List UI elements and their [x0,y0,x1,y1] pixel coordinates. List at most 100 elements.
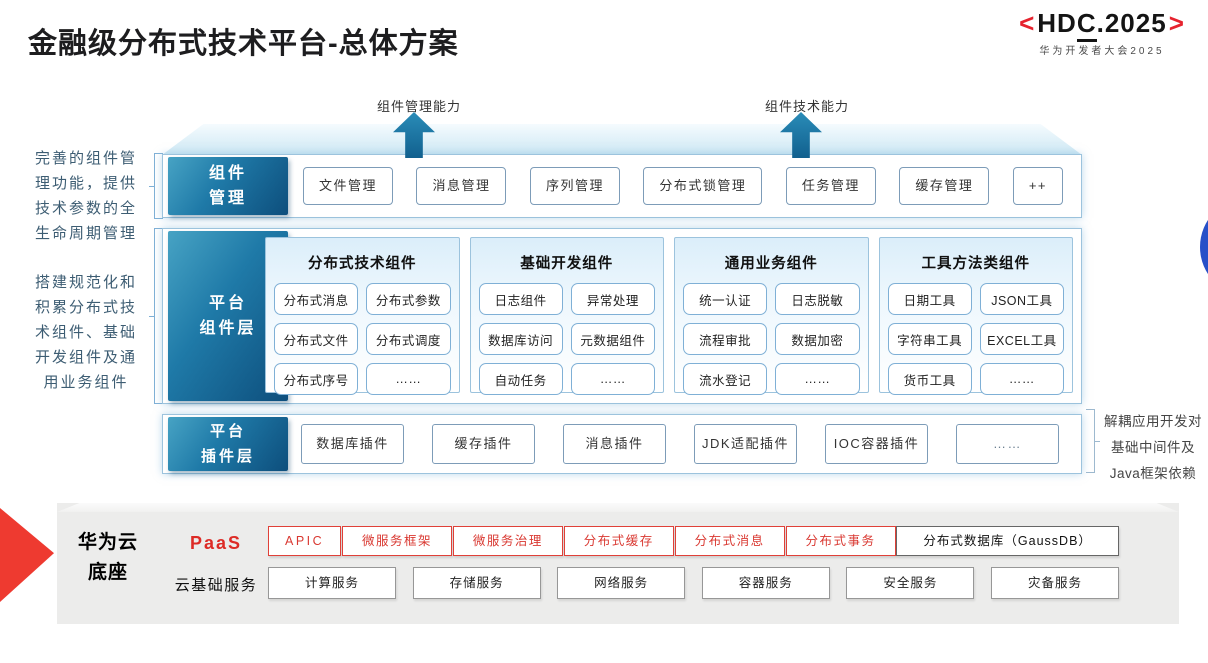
hdc-logo-text: < HDC.2025 > [1002,8,1202,42]
component-cell: 异常处理 [570,283,655,315]
note-line: 完善的组件管 [34,150,137,167]
page-title: 金融级分布式技术平台-总体方案 [28,28,459,60]
mgmt-item: 分布式锁管理 [643,167,763,205]
left-bracket-row1 [149,153,163,219]
paas-service: 微服务治理 [452,526,563,556]
paas-service: 分布式缓存 [563,526,674,556]
huawei-cloud-foundation-panel: 华为云 底座 PaaS APIC 微服务框架 微服务治理 分布式缓存 分布式消息… [57,503,1179,624]
note-line: 解耦应用开发对 [1104,414,1202,429]
note-decouple-dependency: 解耦应用开发对 基础中间件及 Java框架依赖 [1100,409,1206,487]
cloud-service: 计算服务 [268,567,396,599]
note-line: 用业务组件 [43,374,129,391]
label-line: 平台 [208,295,247,312]
plugin-item: IOC容器插件 [825,424,928,464]
plugin-items: 数据库插件 缓存插件 消息插件 JDK适配插件 IOC容器插件 …… [301,415,1059,473]
group-general-business: 通用业务组件 统一认证 日志脱敏 流程审批 数据加密 流水登记 …… [674,237,869,395]
component-cell: 日志组件 [478,283,563,315]
paas-label: PaaS [189,533,243,553]
group-title: 通用业务组件 [724,256,818,272]
component-cell-more: …… [979,363,1064,395]
logo-name-c-underlined: C [1076,8,1097,42]
logo-name-year: .2025 [1096,8,1167,38]
logo-subtitle: 华为开发者大会2025 [1039,46,1165,57]
component-cell: 字符串工具 [887,323,972,355]
component-cell: 分布式序号 [274,363,359,395]
component-cell: 日期工具 [887,283,972,315]
label-line: 管理 [208,190,247,207]
layer-platform-plugins: 平台 插件层 数据库插件 缓存插件 消息插件 JDK适配插件 IOC容器插件 …… [162,414,1082,474]
layer-label-component-management: 组件 管理 [168,157,288,215]
plugin-item: 数据库插件 [301,424,404,464]
mgmt-item: 缓存管理 [899,167,990,205]
paas-services-row: APIC 微服务框架 微服务治理 分布式缓存 分布式消息 分布式事务 分布式数据… [268,526,1119,556]
layer-platform-components: 平台 组件层 分布式技术组件 分布式消息 分布式参数 分布式文件 分布式调度 分… [162,228,1082,404]
paas-service: APIC [268,526,342,556]
cloud-service: 网络服务 [557,567,686,599]
component-management-items: 文件管理 消息管理 序列管理 分布式锁管理 任务管理 缓存管理 ++ [303,155,1063,217]
plugin-item: JDK适配插件 [694,424,797,464]
cloud-service: 存储服务 [412,567,541,599]
component-cell: 数据加密 [775,323,860,355]
component-cell: 自动任务 [478,363,563,395]
capability-label-management: 组件管理能力 [377,99,462,114]
logo-close-angle: > [1168,8,1185,38]
layer-component-management: 组件 管理 文件管理 消息管理 序列管理 分布式锁管理 任务管理 缓存管理 ++ [162,154,1082,218]
note-line: 搭建规范化和 [34,274,137,291]
mgmt-item: 消息管理 [416,167,507,205]
capability-label-technology: 组件技术能力 [765,99,850,114]
note-line: 术组件、基础 [34,324,137,341]
component-cell: 分布式调度 [366,323,451,355]
group-tool-methods: 工具方法类组件 日期工具 JSON工具 字符串工具 EXCEL工具 货币工具 …… [878,237,1073,395]
component-cell: 分布式文件 [274,323,359,355]
cloud-service: 安全服务 [846,567,975,599]
group-basic-dev: 基础开发组件 日志组件 异常处理 数据库访问 元数据组件 自动任务 …… [469,237,664,395]
component-cell: EXCEL工具 [979,323,1064,355]
note-line: 理功能，提供 [34,175,137,192]
cloud-base-services-row: 计算服务 存储服务 网络服务 容器服务 安全服务 灾备服务 [268,567,1119,599]
foundation-label: 华为云 底座 [75,528,141,588]
left-bracket-row2 [149,228,163,404]
blue-circle-decoration [1200,197,1208,297]
label-line: 底座 [87,562,128,583]
right-bracket-plugins [1086,409,1100,473]
label-line: 平台 [209,423,246,440]
group-cells: 分布式消息 分布式参数 分布式文件 分布式调度 分布式序号 …… [274,283,451,395]
component-cell-more: …… [775,363,860,395]
paas-service: 分布式事务 [785,526,896,556]
note-line: 开发组件及通 [34,349,137,366]
group-title: 基础开发组件 [520,256,614,272]
red-arrow-icon [0,508,54,602]
mgmt-item: 任务管理 [785,167,876,205]
label-line: 组件 [208,165,247,182]
note-line: 技术参数的全 [34,200,137,217]
component-cell: JSON工具 [979,283,1064,315]
note-line: 积累分布式技 [34,299,137,316]
component-cell: 分布式消息 [274,283,359,315]
paas-service: 分布式消息 [674,526,785,556]
note-line: 基础中间件及 [1111,440,1195,455]
component-cell: 分布式参数 [366,283,451,315]
group-cells: 统一认证 日志脱敏 流程审批 数据加密 流水登记 …… [683,283,860,395]
logo-open-angle: < [1019,8,1036,38]
group-cells: 日期工具 JSON工具 字符串工具 EXCEL工具 货币工具 …… [887,283,1064,395]
group-title: 分布式技术组件 [308,256,417,272]
label-line: 插件层 [200,448,255,465]
component-cell: 数据库访问 [478,323,563,355]
component-cell-more: …… [366,363,451,395]
plugin-item: 消息插件 [563,424,666,464]
group-cells: 日志组件 异常处理 数据库访问 元数据组件 自动任务 …… [478,283,655,395]
mgmt-item-plus: ++ [1012,167,1063,205]
label-line: 华为云 [77,532,138,553]
component-cell: 元数据组件 [570,323,655,355]
hdc-2025-logo: < HDC.2025 > 华为开发者大会2025 [1002,8,1202,57]
component-cell: 货币工具 [887,363,972,395]
paas-service-gaussdb: 分布式数据库（GaussDB） [896,526,1119,556]
note-component-management: 完善的组件管 理功能，提供 技术参数的全 生命周期管理 [22,146,150,246]
logo-name: HDC.2025 [1037,8,1167,42]
cloud-base-services-label: 云基础服务 [174,577,258,594]
component-cell: 统一认证 [683,283,768,315]
note-line: Java框架依赖 [1109,466,1197,481]
layer-label-platform-plugins: 平台 插件层 [168,417,288,471]
component-cell-more: …… [570,363,655,395]
label-line: 组件层 [199,320,257,337]
